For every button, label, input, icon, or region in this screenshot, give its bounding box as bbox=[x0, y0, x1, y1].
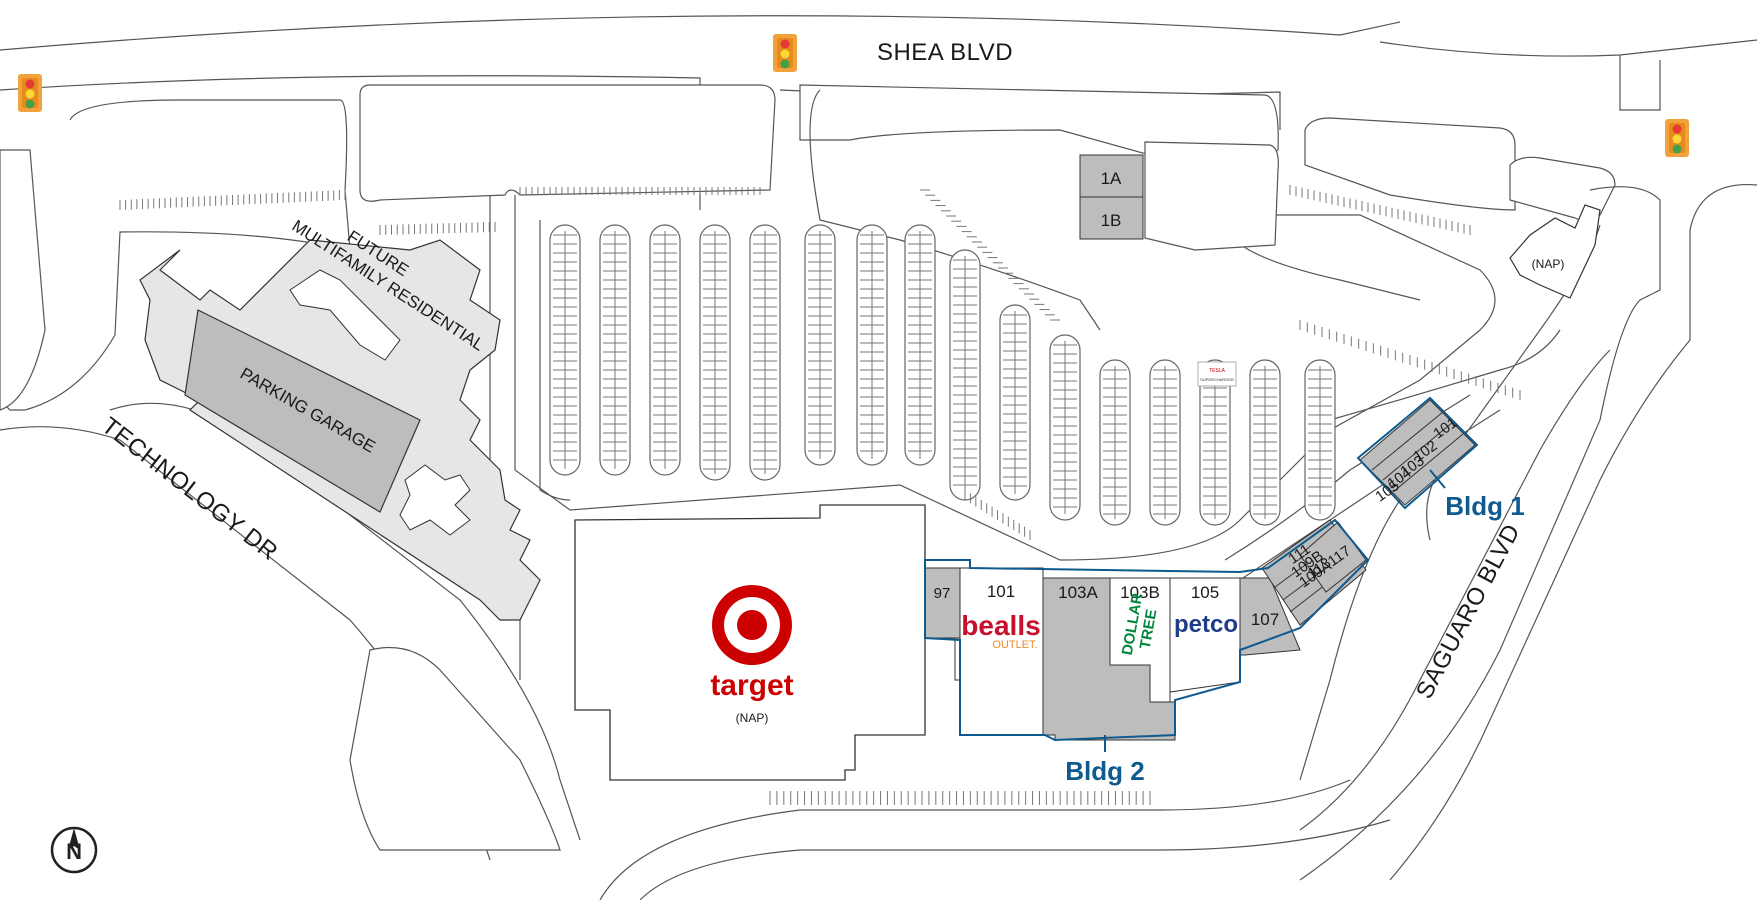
pad-1b: 1B bbox=[1101, 211, 1122, 230]
target-name: target bbox=[710, 669, 793, 702]
building-2: 97 101 bealls OUTLET. 103A 103B DOLLAR T… bbox=[924, 518, 1370, 786]
saguaro-blvd-label: SAGUARO BLVD bbox=[1411, 520, 1526, 704]
nap-right-label: (NAP) bbox=[1532, 257, 1565, 271]
road-network bbox=[0, 15, 1757, 900]
unit-97: 97 bbox=[934, 585, 951, 602]
bealls-sub: OUTLET. bbox=[992, 639, 1037, 651]
building-1: 101 102 103 104 105 Bldg 1 bbox=[1356, 396, 1525, 521]
building-1-label: Bldg 1 bbox=[1445, 491, 1524, 521]
unit-103a: 103A bbox=[1058, 583, 1098, 602]
future-residential-area: FUTURE MULTIFAMILY RESIDENTIAL PARKING G… bbox=[139, 216, 541, 621]
unit-97-shape bbox=[924, 567, 961, 639]
shea-blvd-label: SHEA BLVD bbox=[877, 39, 1013, 66]
unit-107: 107 bbox=[1251, 610, 1279, 629]
petco-name: petco bbox=[1174, 611, 1238, 638]
parking-garage-shape bbox=[184, 309, 421, 513]
tesla-line2: SUPERCHARGER bbox=[1200, 377, 1234, 382]
compass-letter: N bbox=[66, 839, 82, 864]
building-2-label: Bldg 2 bbox=[1065, 756, 1144, 786]
traffic-light-icon bbox=[773, 34, 797, 72]
traffic-light-icon bbox=[18, 74, 42, 112]
unit-101: 101 bbox=[987, 582, 1015, 601]
pads-1a-1b: 1A 1B bbox=[1079, 141, 1279, 251]
parking-lot bbox=[119, 185, 1521, 805]
traffic-light-icon bbox=[1665, 119, 1689, 157]
dollar-tree-line2: TREE bbox=[1137, 608, 1161, 650]
target-store: target (NAP) bbox=[574, 504, 926, 781]
tesla-line1: TESLA bbox=[1209, 368, 1226, 374]
target-nap: (NAP) bbox=[736, 711, 769, 725]
pad-1a: 1A bbox=[1101, 169, 1122, 188]
bealls-name: bealls bbox=[961, 610, 1040, 641]
pad-nap-right: (NAP) bbox=[1509, 204, 1601, 299]
tesla-supercharger: TESLA SUPERCHARGER bbox=[1197, 361, 1237, 387]
unit-103b: 103B bbox=[1120, 583, 1160, 602]
unit-105: 105 bbox=[1191, 583, 1219, 602]
building-2-wing: 109A 109B 111 113 117 bbox=[1261, 519, 1367, 626]
north-compass-icon: N bbox=[50, 826, 98, 874]
